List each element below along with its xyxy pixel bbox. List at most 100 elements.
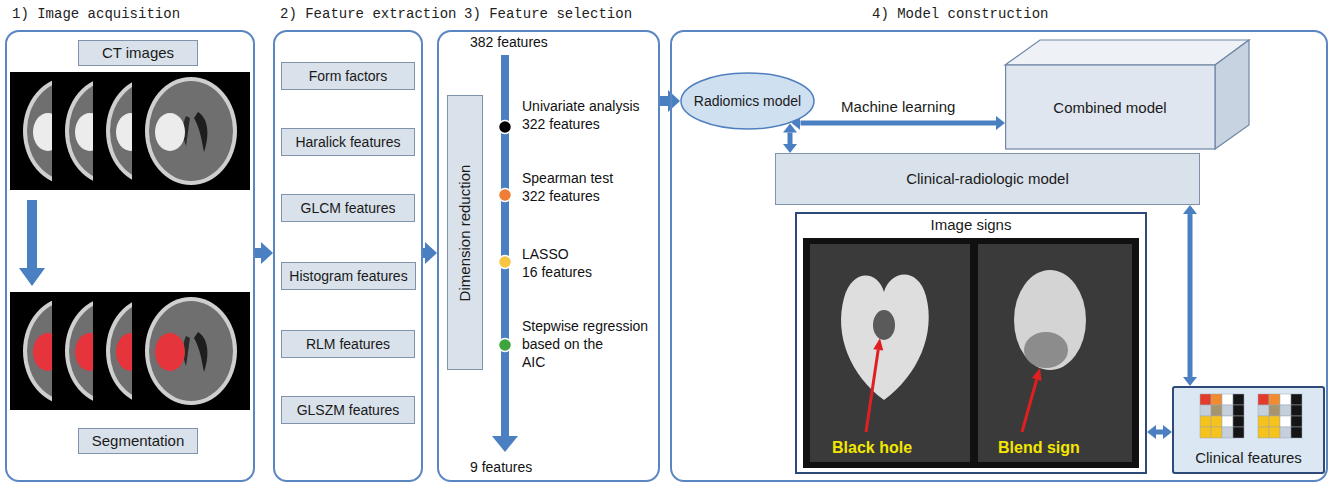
- pointer-arrow-head: [1032, 368, 1042, 381]
- ellipse-shape: [681, 73, 814, 129]
- black-hole: [873, 310, 895, 340]
- model-cube: Combined model: [1005, 40, 1250, 150]
- step-label: 322 features: [522, 116, 600, 133]
- label-holder: 322 features: [522, 116, 600, 133]
- double-arrow: [1188, 214, 1193, 377]
- label-holder: Spearman test: [522, 170, 613, 187]
- step-dot: [499, 339, 512, 352]
- model-ellipse: Radiomics model: [680, 72, 815, 130]
- double-arrow: [788, 133, 793, 144]
- flow-arrow: [423, 248, 425, 258]
- process-box: Histogram features: [281, 262, 416, 290]
- panel-heading: 3) Feature selection: [464, 6, 632, 23]
- panel-heading: 1) Image acquisition: [12, 6, 180, 23]
- label-holder: 322 features: [522, 188, 600, 205]
- data-grid-icon: [1258, 394, 1302, 438]
- label-holder: Stepwise regression: [522, 318, 648, 335]
- stage-panel: 2) Feature extractionForm factorsHaralic…: [273, 30, 423, 482]
- clinical-panel-fill: [1172, 386, 1325, 474]
- selection-arrow-head: [492, 436, 518, 452]
- step-label: Stepwise regression: [522, 318, 648, 335]
- hematoma: [155, 113, 185, 151]
- data-grid-icon: [1200, 394, 1244, 438]
- step-label: Spearman test: [522, 170, 613, 187]
- sign-label: Black hole: [832, 438, 912, 457]
- cube-front: [1006, 65, 1215, 149]
- hematoma: [1014, 270, 1086, 370]
- flow-arrow: [255, 248, 261, 258]
- node-label: Combined model: [1053, 99, 1166, 117]
- box-label: Histogram features: [289, 268, 407, 285]
- box-label: Dimension reduction: [456, 164, 474, 301]
- label-holder: LASSO: [522, 246, 569, 263]
- step-label: 382 features: [470, 34, 548, 51]
- vertical-box: Dimension reduction: [447, 95, 483, 370]
- box-label: GLCM features: [301, 200, 396, 217]
- box-label: GLSZM features: [297, 402, 400, 419]
- stage-panel: 4) Model constructionRadiomics modelComb…: [670, 30, 1328, 482]
- panel-heading: 4) Model construction: [872, 6, 1048, 23]
- step-dot: [499, 121, 512, 134]
- process-box: GLCM features: [281, 194, 415, 222]
- step-label: 9 features: [470, 459, 532, 476]
- label-holder: based on the: [522, 336, 603, 353]
- cube-side: [1215, 40, 1249, 149]
- process-box: Form factors: [281, 62, 415, 90]
- segmented-hematoma: [155, 333, 185, 371]
- cube-outline: [1005, 40, 1250, 150]
- ct-crop: [810, 244, 970, 462]
- hematoma: [841, 275, 929, 401]
- step-label: AIC: [522, 354, 545, 371]
- label-holder: Machine learning: [838, 98, 958, 116]
- panel-heading: 2) Feature extraction: [280, 6, 456, 23]
- double-arrow: [800, 121, 996, 126]
- pointer-arrow-head: [873, 338, 883, 351]
- box-label: Clinical-radiologic model: [906, 170, 1069, 188]
- label-holder: AIC: [522, 354, 545, 371]
- box-label: Form factors: [309, 68, 388, 85]
- label-holder: 382 features: [470, 34, 548, 51]
- pointer-arrow: [1022, 380, 1037, 433]
- step-label: 322 features: [522, 188, 600, 205]
- process-box: CT images: [78, 40, 198, 66]
- flow-arrow: [660, 96, 668, 106]
- node-label: Clinical features: [1195, 449, 1302, 467]
- box-label: RLM features: [306, 336, 390, 353]
- ct-crop-background: [803, 238, 1139, 468]
- feature-panel: Clinical features: [1172, 386, 1325, 474]
- label-holder: 9 features: [470, 459, 532, 476]
- down-arrow: [19, 200, 45, 286]
- stage-panel: 1) Image acquisitionCT imagesSegmentatio…: [5, 30, 255, 482]
- ct-slice: [132, 292, 250, 410]
- step-label: 16 features: [522, 264, 592, 281]
- step-dot: [499, 189, 512, 202]
- ct-slice: [132, 72, 250, 190]
- label-holder: Black hole: [832, 438, 912, 457]
- box-label: Segmentation: [92, 432, 185, 450]
- process-box: Haralick features: [281, 128, 415, 156]
- step-label: Univariate analysis: [522, 98, 640, 115]
- node-label: Radiomics model: [694, 93, 801, 110]
- step-label: LASSO: [522, 246, 569, 263]
- process-box: GLSZM features: [281, 396, 415, 424]
- process-box: Segmentation: [78, 428, 198, 454]
- label-holder: Blend sign: [998, 438, 1080, 457]
- image-panel: Image signs: [795, 212, 1147, 474]
- process-box: Clinical-radiologic model: [775, 153, 1200, 205]
- blend-region: [1024, 332, 1068, 368]
- sign-label: Blend sign: [998, 438, 1080, 457]
- process-box: RLM features: [281, 330, 415, 358]
- pointer-arrow: [866, 350, 878, 432]
- step-dot: [499, 256, 512, 269]
- label-holder: 16 features: [522, 264, 592, 281]
- double-arrow: [1156, 430, 1163, 435]
- ct-crop: [978, 244, 1132, 462]
- label-holder: Univariate analysis: [522, 98, 640, 115]
- box-label: CT images: [102, 44, 174, 62]
- box-label: Haralick features: [295, 134, 400, 151]
- step-label: based on the: [522, 336, 603, 353]
- cube-top: [1005, 40, 1249, 65]
- selection-arrow-shaft: [501, 55, 509, 438]
- panel-title: Image signs: [931, 216, 1012, 234]
